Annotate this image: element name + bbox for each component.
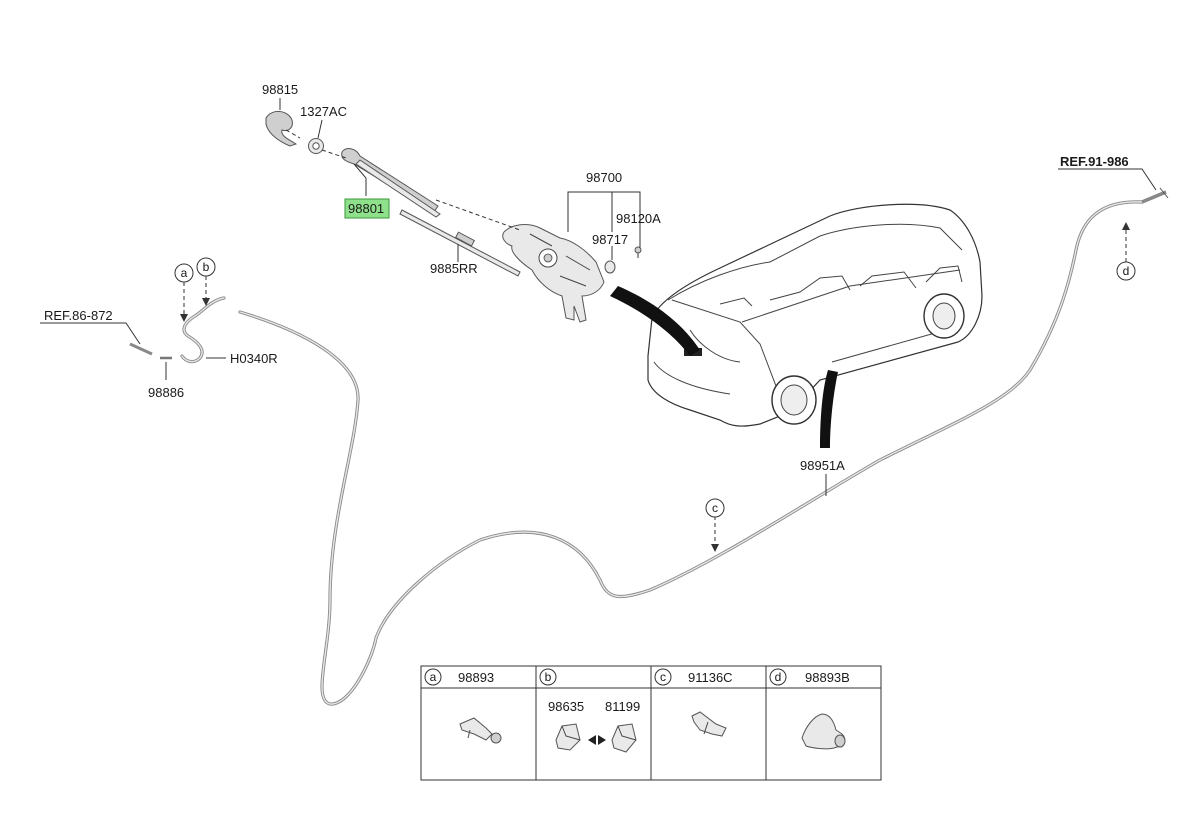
svg-text:c: c bbox=[712, 501, 718, 515]
label-ref91[interactable]: REF.91-986 bbox=[1060, 154, 1129, 169]
legend-part-81199[interactable]: 81199 bbox=[605, 699, 640, 714]
leader-ref91 bbox=[1058, 168, 1157, 191]
label-h0340R[interactable]: H0340R bbox=[230, 351, 278, 366]
wiper-blade-9885RR bbox=[399, 209, 521, 277]
legend-key-b: b bbox=[545, 670, 552, 684]
wiper-arm-98801 bbox=[341, 148, 441, 218]
clip-98635-illustration bbox=[555, 723, 581, 751]
label-98951A[interactable]: 98951A bbox=[800, 458, 845, 473]
legend-cell-d: d 98893B bbox=[769, 668, 850, 750]
legend-part-98893B[interactable]: 98893B bbox=[805, 670, 850, 685]
svg-text:d: d bbox=[1123, 264, 1130, 278]
pointer-wedge-hose bbox=[820, 370, 838, 448]
legend-table: a 98893 b 98635 81199 bbox=[420, 665, 882, 781]
label-98700[interactable]: 98700 bbox=[586, 170, 622, 185]
washer-hose-left-branch bbox=[180, 296, 226, 364]
screw-98120A bbox=[634, 246, 642, 258]
legend-cell-a: a 98893 bbox=[424, 668, 502, 744]
ref-86-hose-stub bbox=[129, 342, 153, 356]
swap-arrow-icon bbox=[588, 735, 606, 745]
label-ref86[interactable]: REF.86-872 bbox=[44, 308, 113, 323]
callout-a: a bbox=[174, 263, 194, 283]
legend-key-d: d bbox=[775, 670, 782, 684]
callout-a-arrow bbox=[180, 314, 188, 322]
callout-d: d bbox=[1116, 261, 1136, 281]
callout-b: b bbox=[196, 257, 216, 277]
svg-text:b: b bbox=[203, 260, 210, 274]
label-98801[interactable]: 98801 bbox=[348, 201, 384, 216]
leader-ref86 bbox=[40, 322, 141, 345]
label-98120A[interactable]: 98120A bbox=[616, 211, 661, 226]
clip-91136C-illustration bbox=[691, 711, 727, 737]
leader-98801 bbox=[353, 163, 367, 196]
legend-cell-c: c 91136C bbox=[654, 668, 733, 737]
highlight-98801 bbox=[344, 198, 390, 219]
svg-text:a: a bbox=[181, 266, 188, 280]
wiper-motor-98700 bbox=[502, 224, 605, 323]
legend-cell-b: b 98635 81199 bbox=[539, 668, 640, 753]
grommet-98893B-illustration bbox=[801, 713, 846, 750]
callout-c: c bbox=[705, 498, 725, 518]
leader-1327AC bbox=[317, 119, 323, 139]
callout-b-arrow bbox=[202, 298, 210, 306]
pointer-wedge-motor bbox=[610, 286, 700, 356]
label-98815[interactable]: 98815 bbox=[262, 82, 298, 97]
assembly-axis-line bbox=[285, 129, 521, 231]
legend-key-c: c bbox=[660, 670, 666, 684]
legend-key-a: a bbox=[430, 670, 437, 684]
label-9885RR[interactable]: 9885RR bbox=[430, 261, 478, 276]
clip-81199-illustration bbox=[611, 723, 637, 753]
label-98717[interactable]: 98717 bbox=[592, 232, 628, 247]
legend-part-91136C[interactable]: 91136C bbox=[688, 670, 733, 685]
label-98886[interactable]: 98886 bbox=[148, 385, 184, 400]
grommet-98717 bbox=[604, 260, 616, 274]
label-1327AC[interactable]: 1327AC bbox=[300, 104, 347, 119]
legend-part-98635[interactable]: 98635 bbox=[548, 699, 584, 714]
clip-98893-illustration bbox=[459, 717, 502, 744]
nut-1327AC bbox=[308, 138, 324, 154]
legend-part-98893[interactable]: 98893 bbox=[458, 670, 494, 685]
ref-91-hose-stub bbox=[1141, 187, 1169, 204]
leader-98700 bbox=[567, 191, 641, 248]
callout-c-arrow bbox=[711, 544, 719, 552]
wiper-cap-98815 bbox=[265, 111, 298, 147]
washer-hose-98951A bbox=[238, 200, 1144, 706]
vehicle-illustration bbox=[647, 203, 983, 427]
callout-d-arrow bbox=[1122, 222, 1130, 230]
